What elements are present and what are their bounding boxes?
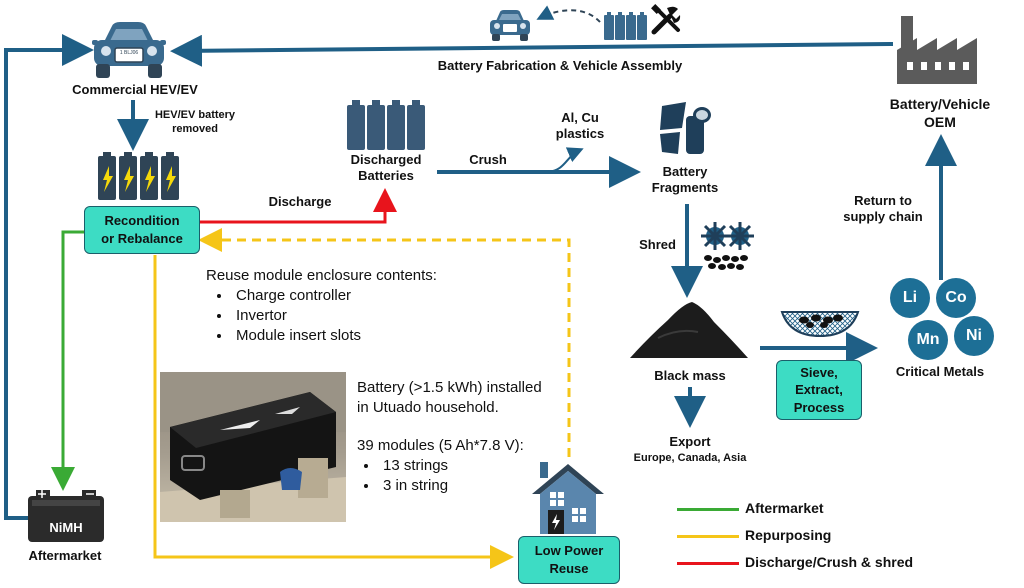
reuse-item: Module insert slots — [232, 326, 526, 346]
metal-mn: Mn — [908, 320, 948, 360]
black-mass-label: Black mass — [654, 368, 726, 383]
sieve-label: Sieve, Extract, Process — [793, 364, 845, 415]
legend-repurposing-label: Repurposing — [745, 527, 832, 543]
oem-label: Battery/Vehicle OEM — [889, 96, 991, 130]
discharged-batteries-icon — [347, 100, 425, 150]
recondition-label: Recondition or Rebalance — [101, 213, 183, 246]
repurposing-arrow — [153, 255, 514, 569]
metal-li: Li — [890, 278, 930, 318]
reuse-list: Charge controller Invertor Module insert… — [206, 286, 526, 346]
legend-discharge-label: Discharge/Crush & shred — [745, 554, 914, 570]
battery-strings-item: 13 strings — [379, 456, 597, 476]
car-icon — [92, 22, 166, 78]
battery-pack-icon — [98, 152, 179, 200]
discharge-arrow — [199, 188, 397, 224]
repurposing-return-arrow — [198, 228, 571, 457]
legend-aftermarket-line — [677, 508, 739, 511]
discharged-batteries-label: Discharged Batteries — [350, 152, 422, 184]
small-batteries-icon — [604, 12, 647, 40]
fabrication-arrow — [170, 34, 894, 67]
reuse-item: Invertor — [232, 306, 526, 326]
battery-removed-label: HEV/EV battery removed — [154, 109, 236, 135]
battery-strings-item: 3 in string — [379, 476, 597, 496]
battery-modules: 39 modules (5 Ah*7.8 V): — [357, 437, 524, 454]
legend-aftermarket-label: Aftermarket — [745, 500, 824, 516]
shred-label: Shred — [639, 237, 676, 252]
aftermarket-label: Aftermarket — [28, 548, 102, 563]
critical-metals-label: Critical Metals — [895, 364, 985, 379]
battery-installation-photo — [160, 372, 346, 522]
reuse-heading: Reuse module enclosure contents: — [206, 267, 437, 284]
battery-info-line2: in Utuado household. — [357, 399, 499, 416]
house-icon — [532, 462, 604, 534]
legend-discharge-line — [677, 562, 739, 565]
tools-icon — [651, 4, 681, 35]
reuse-contents-text: Reuse module enclosure contents: Charge … — [206, 266, 526, 346]
fabrication-label: Battery Fabrication & Vehicle Assembly — [437, 58, 683, 73]
car-plate-text: 1 BLJ06 — [119, 50, 139, 56]
battery-info-line1: Battery (>1.5 kWh) installed — [357, 379, 542, 396]
nimh-battery-icon — [28, 490, 104, 542]
battery-fragments-label: Battery Fragments — [651, 164, 719, 196]
export-label: Export — [669, 434, 711, 449]
al-cu-branch-arrow — [547, 147, 584, 173]
sieve-box: Sieve, Extract, Process — [776, 360, 862, 420]
recondition-box: Recondition or Rebalance — [84, 206, 200, 254]
metal-ni: Ni — [954, 316, 994, 356]
small-car-icon — [490, 10, 530, 41]
metal-co: Co — [936, 278, 976, 318]
shredder-icon — [701, 222, 754, 270]
aftermarket-arrow — [51, 230, 84, 491]
fabrication-dashed-arc — [536, 5, 601, 23]
al-cu-plastics-label: Al, Cu plastics — [555, 110, 605, 142]
return-supply-label: Return to supply chain — [843, 193, 923, 225]
legend-repurposing-line — [677, 535, 739, 538]
factory-icon — [897, 16, 977, 84]
sieve-icon — [780, 311, 860, 338]
commercial-ev-label: Commercial HEV/EV — [72, 82, 198, 97]
battery-info-text: Battery (>1.5 kWh) installed in Utuado h… — [357, 378, 597, 496]
nimh-label: NiMH — [49, 520, 83, 535]
black-mass-icon — [630, 302, 748, 358]
reuse-item: Charge controller — [232, 286, 526, 306]
low-power-reuse-label: Low Power Reuse — [534, 543, 604, 576]
battery-fragments-icon — [660, 102, 711, 154]
low-power-reuse-box: Low Power Reuse — [518, 536, 620, 584]
battery-strings-list: 13 strings 3 in string — [357, 456, 597, 496]
aftermarket-return-arrow — [4, 34, 94, 520]
crush-label: Crush — [469, 152, 507, 167]
discharge-label: Discharge — [268, 194, 332, 209]
export-regions-label: Europe, Canada, Asia — [633, 452, 747, 464]
